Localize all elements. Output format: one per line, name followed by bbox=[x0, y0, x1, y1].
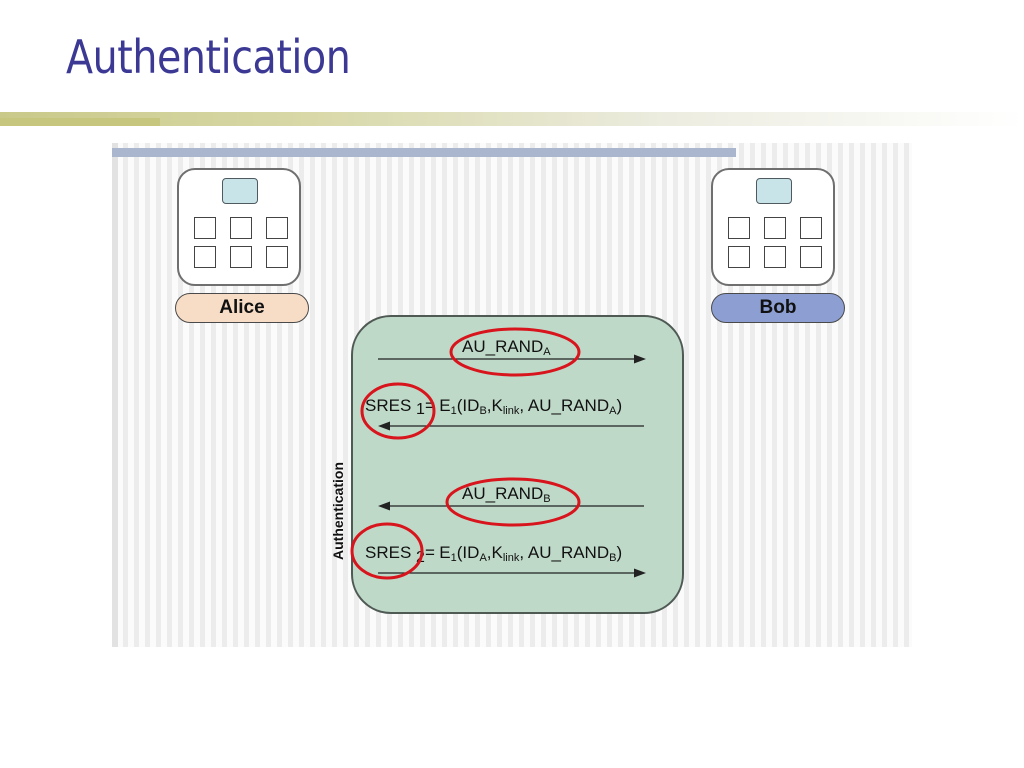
alice-device-screen bbox=[222, 178, 258, 204]
msg-text: ,K bbox=[486, 396, 503, 415]
msg-subscript: 1 bbox=[450, 405, 457, 417]
msg-text: , AU_RAND bbox=[519, 396, 610, 415]
msg-subscript: B bbox=[609, 552, 617, 564]
key bbox=[800, 217, 822, 239]
arrowhead-right-1 bbox=[634, 354, 646, 364]
bob-keypad bbox=[728, 217, 822, 268]
authentication-box bbox=[351, 315, 684, 614]
figure-left-edge bbox=[112, 143, 118, 647]
key bbox=[764, 217, 786, 239]
message-au-rand-b: AU_RANDB bbox=[462, 484, 551, 505]
message-au-rand-a: AU_RANDA bbox=[462, 337, 551, 358]
message-arrows bbox=[378, 354, 646, 578]
bob-label: Bob bbox=[711, 293, 845, 323]
authentication-diagram: Alice Bob Authentication AU_RANDA bbox=[112, 143, 912, 647]
msg-text: SRES bbox=[365, 543, 412, 562]
sres1-subscript: 1 bbox=[416, 401, 425, 418]
bob-device-icon bbox=[711, 168, 835, 286]
highlight-au-rand-b bbox=[445, 477, 581, 527]
alice-label: Alice bbox=[175, 293, 309, 323]
highlight-overlay bbox=[350, 327, 581, 580]
key bbox=[266, 246, 288, 268]
arrowhead-left-2 bbox=[378, 501, 390, 511]
bob-device-screen bbox=[756, 178, 792, 204]
message-sres2-formula: SRES E1(IDA,Klink, AU_RANDB) bbox=[365, 543, 622, 564]
msg-text: E bbox=[439, 543, 451, 562]
arrowhead-left-1 bbox=[378, 421, 390, 431]
msg-subscript: A bbox=[609, 405, 617, 417]
msg-subscript: A bbox=[543, 346, 551, 358]
key bbox=[728, 217, 750, 239]
alice-device-icon bbox=[177, 168, 301, 286]
msg-subscript: link bbox=[502, 405, 520, 417]
msg-text: (ID bbox=[456, 396, 480, 415]
msg-text: SRES bbox=[365, 396, 412, 415]
msg-text: AU_RAND bbox=[462, 484, 544, 503]
msg-text: , AU_RAND bbox=[519, 543, 610, 562]
figure-top-bar bbox=[112, 148, 736, 157]
msg-subscript: 1 bbox=[450, 552, 457, 564]
highlight-sres2 bbox=[350, 522, 424, 580]
slide-title: Authentication bbox=[66, 30, 351, 84]
msg-text: (ID bbox=[456, 543, 480, 562]
key bbox=[194, 217, 216, 239]
msg-text: E bbox=[439, 396, 451, 415]
key bbox=[266, 217, 288, 239]
msg-text: ,K bbox=[486, 543, 503, 562]
sres2-equals: = bbox=[425, 543, 435, 562]
msg-subscript: A bbox=[479, 552, 487, 564]
msg-text: ) bbox=[616, 396, 623, 415]
key bbox=[230, 246, 252, 268]
msg-subscript: B bbox=[543, 493, 551, 505]
highlight-sres1 bbox=[360, 382, 436, 440]
key bbox=[728, 246, 750, 268]
msg-text: AU_RAND bbox=[462, 337, 544, 356]
msg-subscript: B bbox=[479, 405, 487, 417]
sres1-equals: = bbox=[425, 396, 435, 415]
alice-keypad bbox=[194, 217, 288, 268]
key bbox=[194, 246, 216, 268]
key bbox=[230, 217, 252, 239]
msg-subscript: link bbox=[502, 552, 520, 564]
key bbox=[800, 246, 822, 268]
arrowhead-right-2 bbox=[634, 568, 646, 578]
msg-text: ) bbox=[616, 543, 623, 562]
title-divider bbox=[0, 112, 1024, 126]
key bbox=[764, 246, 786, 268]
highlight-au-rand-a bbox=[449, 327, 581, 377]
